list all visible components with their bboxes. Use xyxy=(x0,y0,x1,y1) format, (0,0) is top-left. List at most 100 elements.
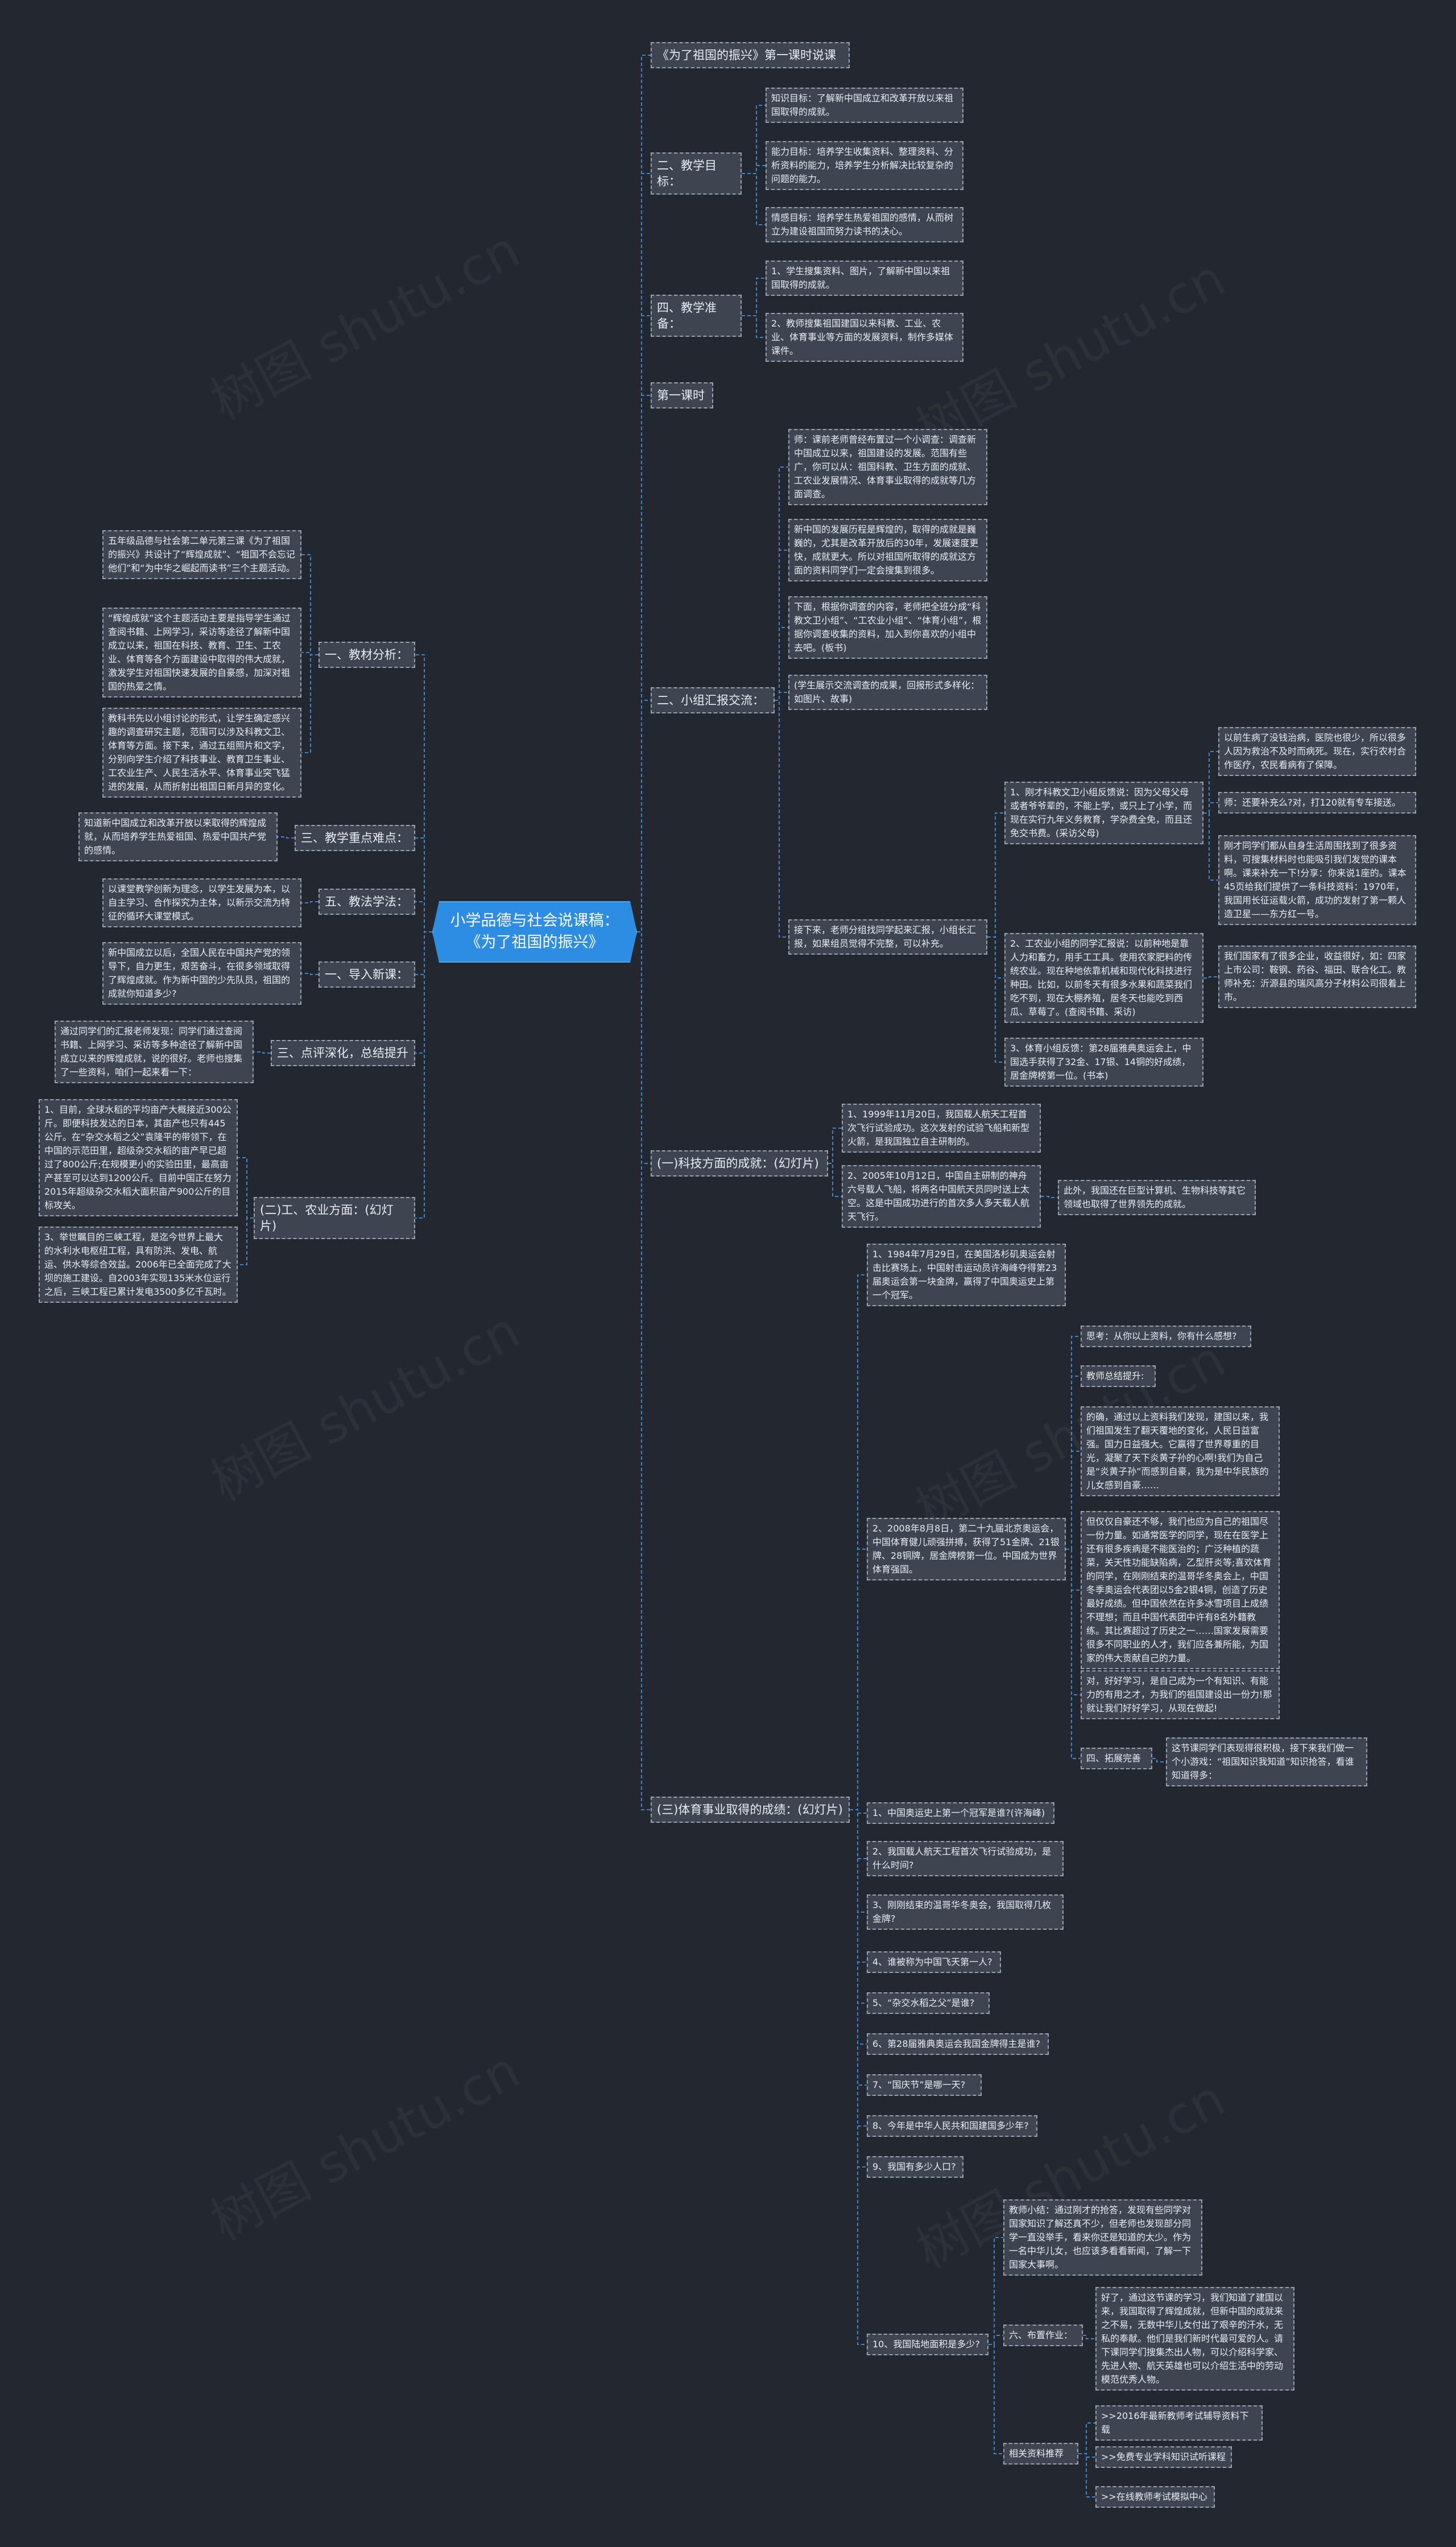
goal-ability[interactable]: 能力目标：培养学生收集资料、整理资料、分析资料的能力，培养学生分析解决比较复杂的… xyxy=(766,141,963,190)
connector-line xyxy=(637,931,651,1164)
connector-line xyxy=(775,550,788,701)
branch-first-lesson[interactable]: 第一课时 xyxy=(651,382,713,408)
extension-game[interactable]: 这节课同学们表现得很积极，接下来我们做一个小游戏：“祖国知识我知道”知识抢答，看… xyxy=(1166,1737,1367,1786)
connector-line xyxy=(238,1157,254,1219)
resource-link-2[interactable]: >>免费专业学科知识试听课程 xyxy=(1095,2446,1232,2468)
teacher-summary[interactable]: 教师小结：通过刚才的抢答，发现有些同学对国家知识了解还真不少，但老师也发现部分同… xyxy=(1003,2199,1202,2276)
tech-item-2[interactable]: 2、2005年10月12日，中国自主研制的神舟六号载人飞船，将两名中国航天员同时… xyxy=(842,1165,1041,1228)
report-item-4[interactable]: (学生展示交流调查的成果，回报形式多样化：如图片、故事) xyxy=(788,675,987,710)
quiz-item-3[interactable]: 3、刚刚结束的温哥华冬奥会，我国取得几枚金牌? xyxy=(867,1894,1064,1930)
report-item-3[interactable]: 下面，根据你调查的内容，老师把全班分成“科教文卫小组”、“工农业小组”、“体育小… xyxy=(788,596,987,659)
branch-teaching-prep[interactable]: 四、教学准备： xyxy=(651,295,742,337)
sports-item-1[interactable]: 1、1984年7月29日，在美国洛杉矶奥运会射击比赛场上，中国射击运动员许海峰夺… xyxy=(867,1244,1066,1306)
science-detail-1[interactable]: 以前生病了没钱治病，医院也很少，所以很多人因为救治不及时而病死。现在，实行农村合… xyxy=(1218,727,1416,776)
prep-item-2[interactable]: 2、教师搜集祖国建国以来科教、工业、农业、体育事业等方面的发展资料，制作多媒体课… xyxy=(766,313,963,362)
connector-line xyxy=(1203,751,1218,814)
connector-line xyxy=(254,1051,271,1054)
report-item-1[interactable]: 师：课前老师曾经布置过一个小调查：调查新中国成立以来，祖国建设的发展。范围有些广… xyxy=(788,429,987,505)
root-topic[interactable]: 小学品德与社会说课稿：《为了祖国的振兴》 xyxy=(432,901,637,963)
connector-line xyxy=(850,1549,867,1810)
resource-link-1[interactable]: >>2016年最新教师考试辅导资料下载 xyxy=(1095,2405,1263,2441)
extension-title[interactable]: 四、拓展完善 xyxy=(1081,1748,1152,1769)
branch-teaching-goals[interactable]: 二、教学目标： xyxy=(651,152,742,195)
introduction-item[interactable]: 新中国成立以后，全国人民在中国共产党的领导下，自力更生，艰苦奋斗，在很多领域取得… xyxy=(102,942,301,1005)
science-detail-2[interactable]: 师：还要补充么?对，打120就有专车接送。 xyxy=(1218,792,1416,814)
report-science[interactable]: 1、刚才科教文卫小组反馈说：因为父母父母或者爷爷辈的，不能上学，或只上了小学，而… xyxy=(1004,782,1203,844)
branch-sports-achievements[interactable]: (三)体育事业取得的成绩：(幻灯片) xyxy=(651,1797,850,1823)
connector-line xyxy=(1066,1549,1081,1759)
tech-item-1[interactable]: 1、1999年11月20日，我国载人航天工程首次飞行试验成功。这次发射的试验飞船… xyxy=(842,1104,1041,1153)
branch-tech-achievements[interactable]: (一)科技方面的成就：(幻灯片) xyxy=(651,1150,828,1177)
connector-line xyxy=(637,395,651,932)
prep-item-1[interactable]: 1、学生搜集资料、图片，了解新中国以来祖国取得的成就。 xyxy=(766,261,963,296)
agriculture-item-1[interactable]: 1、目前，全球水稻的平均亩产大概接近300公斤。即便科技发达的日本，其亩产也只有… xyxy=(39,1099,238,1216)
branch-teaching-methods[interactable]: 五、教法学法： xyxy=(318,889,415,915)
connector-line xyxy=(1066,1451,1081,1550)
connector-line xyxy=(742,105,766,174)
homework-content[interactable]: 好了，通过这节课的学习，我们知道了建国以来，我国取得了辉煌成就，但新中国的成就来… xyxy=(1095,2287,1294,2391)
quiz-item-4[interactable]: 4、谁被称为中国飞天第一人? xyxy=(867,1951,1001,1973)
branch-lesson-title[interactable]: 《为了祖国的振兴》第一课时说课 xyxy=(651,42,850,68)
branch-introduction[interactable]: 一、导入新课： xyxy=(318,961,415,988)
connector-line xyxy=(988,2344,1003,2454)
connector-line xyxy=(637,315,651,932)
goal-knowledge[interactable]: 知识目标：了解新中国成立和改革开放以来祖国取得的成就。 xyxy=(766,88,963,123)
analysis-item-2[interactable]: “辉煌成就”这个主题活动主要是指导学生通过查阅书籍、上网学习，采访等途径了解新中… xyxy=(102,608,301,697)
analysis-item-1[interactable]: 五年级品德与社会第二单元第三课《为了祖国的振兴》共设计了“辉煌成就”、“祖国不会… xyxy=(102,530,301,579)
report-item-2[interactable]: 新中国的发展历程是辉煌的，取得的成就是巍巍的，尤其是改革开放后的30年，发展速度… xyxy=(788,519,987,581)
branch-key-points[interactable]: 三、教学重点难点： xyxy=(295,825,415,851)
connector-line xyxy=(301,901,318,903)
report-item-5[interactable]: 接下来，老师分组找同学起来汇报，小组长汇报，如果组员觉得不完整，可以补充。 xyxy=(788,919,987,955)
key-points-item[interactable]: 知道新中国成立和改革开放以来取得的辉煌成就，从而培养学生热爱祖国、热爱中国共产党… xyxy=(78,812,278,861)
resource-link-3[interactable]: >>在线教师考试模拟中心 xyxy=(1095,2486,1215,2508)
connector-line xyxy=(1066,1549,1081,1695)
review-item[interactable]: 通过同学们的汇报老师发现：同学们通过查阅书籍、上网学习、采访等多种途径了解新中国… xyxy=(55,1021,254,1083)
quiz-item-6[interactable]: 6、第28届雅典奥运会我国金牌得主是谁? xyxy=(867,2033,1049,2055)
sports-item-2[interactable]: 2、2008年8月8日，第二十九届北京奥运会，中国体育健儿顽强拼搏，获得了51金… xyxy=(867,1518,1066,1580)
quiz-item-5[interactable]: 5、“杂交水稻之父”是谁? xyxy=(867,1992,990,2014)
goal-emotion[interactable]: 情感目标：培养学生热爱祖国的感情，从而树立为建设祖国而努力读书的决心。 xyxy=(766,207,963,242)
report-sports[interactable]: 3、体育小组反馈：第28届雅典奥运会上，中国选手获得了32金、17银、14铜的好… xyxy=(1004,1038,1203,1087)
methods-item[interactable]: 以课堂教学创新为理念，以学生发展为本，以自主学习、合作探究为主体，以新示交流为特… xyxy=(102,878,301,927)
connector-line xyxy=(988,2335,1003,2345)
quiz-item-7[interactable]: 7、“国庆节”是哪一天? xyxy=(867,2074,982,2096)
agriculture-item-3[interactable]: 3、举世瞩目的三峡工程，是迄今世界上最大的水利水电枢纽工程，具有防洪、发电、航运… xyxy=(39,1227,238,1303)
connector-line xyxy=(742,165,766,174)
connector-line xyxy=(637,173,651,932)
sports-summary-title[interactable]: 教师总结提升: xyxy=(1081,1365,1156,1387)
quiz-item-9[interactable]: 9、我国有多少人口? xyxy=(867,2156,963,2178)
quiz-item-1[interactable]: 1、中国奥运史上第一个冠军是谁?(许海峰) xyxy=(867,1802,1054,1824)
connector-line xyxy=(775,627,788,701)
sports-summary-1[interactable]: 的确，通过以上资料我们发现，建国以来，我们祖国发生了翻天覆地的变化，人民日益富强… xyxy=(1081,1406,1280,1496)
tech-item-2-note[interactable]: 此外，我国还在巨型计算机、生物科技等其它领域也取得了世界领先的成就。 xyxy=(1058,1180,1256,1215)
connector-line xyxy=(775,692,788,701)
connector-line xyxy=(415,931,432,1219)
science-detail-3[interactable]: 刚才同学们都从自身生活周围找到了很多资料，可搜集材料时也能吸引我们发觉的课本啊。… xyxy=(1218,835,1416,925)
branch-review-summary[interactable]: 三、点评深化，总结提升 xyxy=(271,1040,415,1066)
quiz-item-10[interactable]: 10、我国陆地面积是多少? xyxy=(867,2334,988,2355)
branch-textbook-analysis[interactable]: 一、教材分析： xyxy=(318,642,415,668)
connector-line xyxy=(1203,802,1218,814)
homework-title[interactable]: 六、布置作业： xyxy=(1003,2325,1083,2346)
branch-group-report[interactable]: 二、小组汇报交流： xyxy=(651,687,775,713)
quiz-item-2[interactable]: 2、我国载人航天工程首次飞行试验成功，是什么时间? xyxy=(867,1841,1064,1876)
quiz-item-8[interactable]: 8、今年是中华人民共和国建国多少年? xyxy=(867,2115,1037,2137)
agriculture-detail[interactable]: 我们国家有了很多企业，收益很好，如：四家上市公司：鞍钢、药谷、福田、联合化工。教… xyxy=(1218,946,1416,1008)
report-agriculture[interactable]: 2、工农业小组的同学汇报说：以前种地是靠人力和畜力，用手工工具。使用农家肥料的传… xyxy=(1004,933,1203,1023)
sports-summary-2[interactable]: 但仅仅自豪还不够，我们也应为自己的祖国尽一份力量。如通常医学的同学，现在在医学上… xyxy=(1081,1511,1280,1669)
connector-line xyxy=(637,931,651,1810)
connector-line xyxy=(1152,1758,1166,1762)
connector-line xyxy=(1203,976,1218,979)
sports-summary-3[interactable]: 对，好好学习，是自己成为一个有知识、有能力的有用之才，为我们的祖国建设出一份力!… xyxy=(1081,1670,1280,1719)
connector-line xyxy=(301,554,318,655)
analysis-item-3[interactable]: 教科书先以小组讨论的形式，让学生确定感兴趣的调查研究主题，范围可以涉及科教文卫、… xyxy=(102,708,301,798)
connector-line xyxy=(415,901,432,932)
connector-line xyxy=(828,1128,842,1164)
connector-line xyxy=(775,700,788,938)
connector-line xyxy=(301,973,318,975)
connector-line xyxy=(301,652,318,655)
branch-industry-agriculture[interactable]: (二)工、农业方面：(幻灯片) xyxy=(254,1197,415,1239)
resources-title[interactable]: 相关资料推荐 xyxy=(1003,2443,1078,2465)
sports-think[interactable]: 思考：从你以上资料，你有什么感想? xyxy=(1081,1326,1251,1347)
